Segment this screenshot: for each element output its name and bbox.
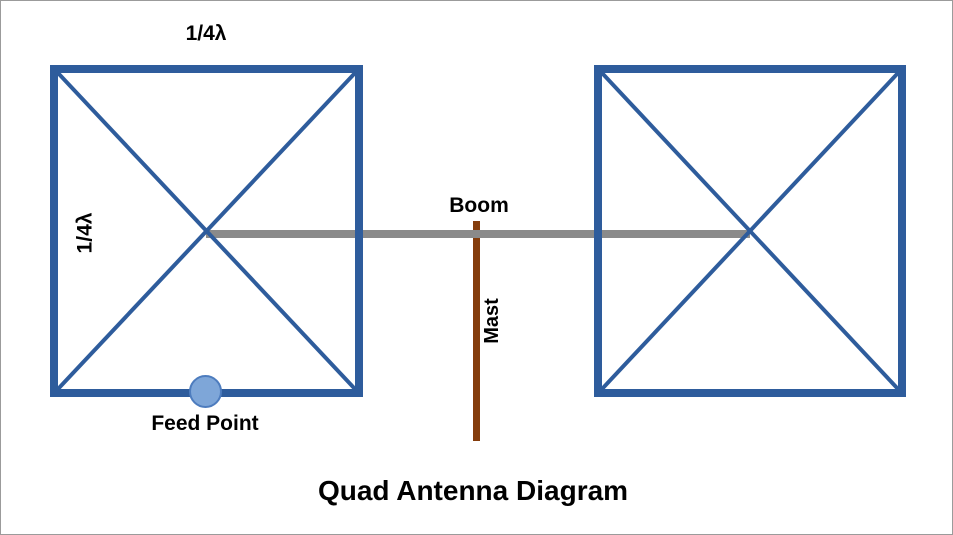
- left-quad-loop: [50, 65, 363, 397]
- feed-point-marker: [189, 375, 222, 408]
- right-quad-loop: [594, 65, 906, 397]
- diagram-title: Quad Antenna Diagram: [317, 475, 629, 506]
- boom-line: [206, 230, 750, 238]
- top-dimension-label: 1/4λ: [185, 22, 227, 45]
- mast-line: [473, 221, 480, 441]
- diagonal-line: [58, 73, 355, 389]
- diagonal-line: [602, 73, 898, 389]
- left-loop-diagonals: [58, 73, 355, 389]
- feed-point-label: Feed Point: [151, 412, 259, 435]
- boom-label: Boom: [449, 194, 509, 217]
- right-loop-diagonals: [602, 73, 898, 389]
- mast-label: Mast: [481, 298, 503, 344]
- side-dimension-label: 1/4λ: [73, 212, 97, 254]
